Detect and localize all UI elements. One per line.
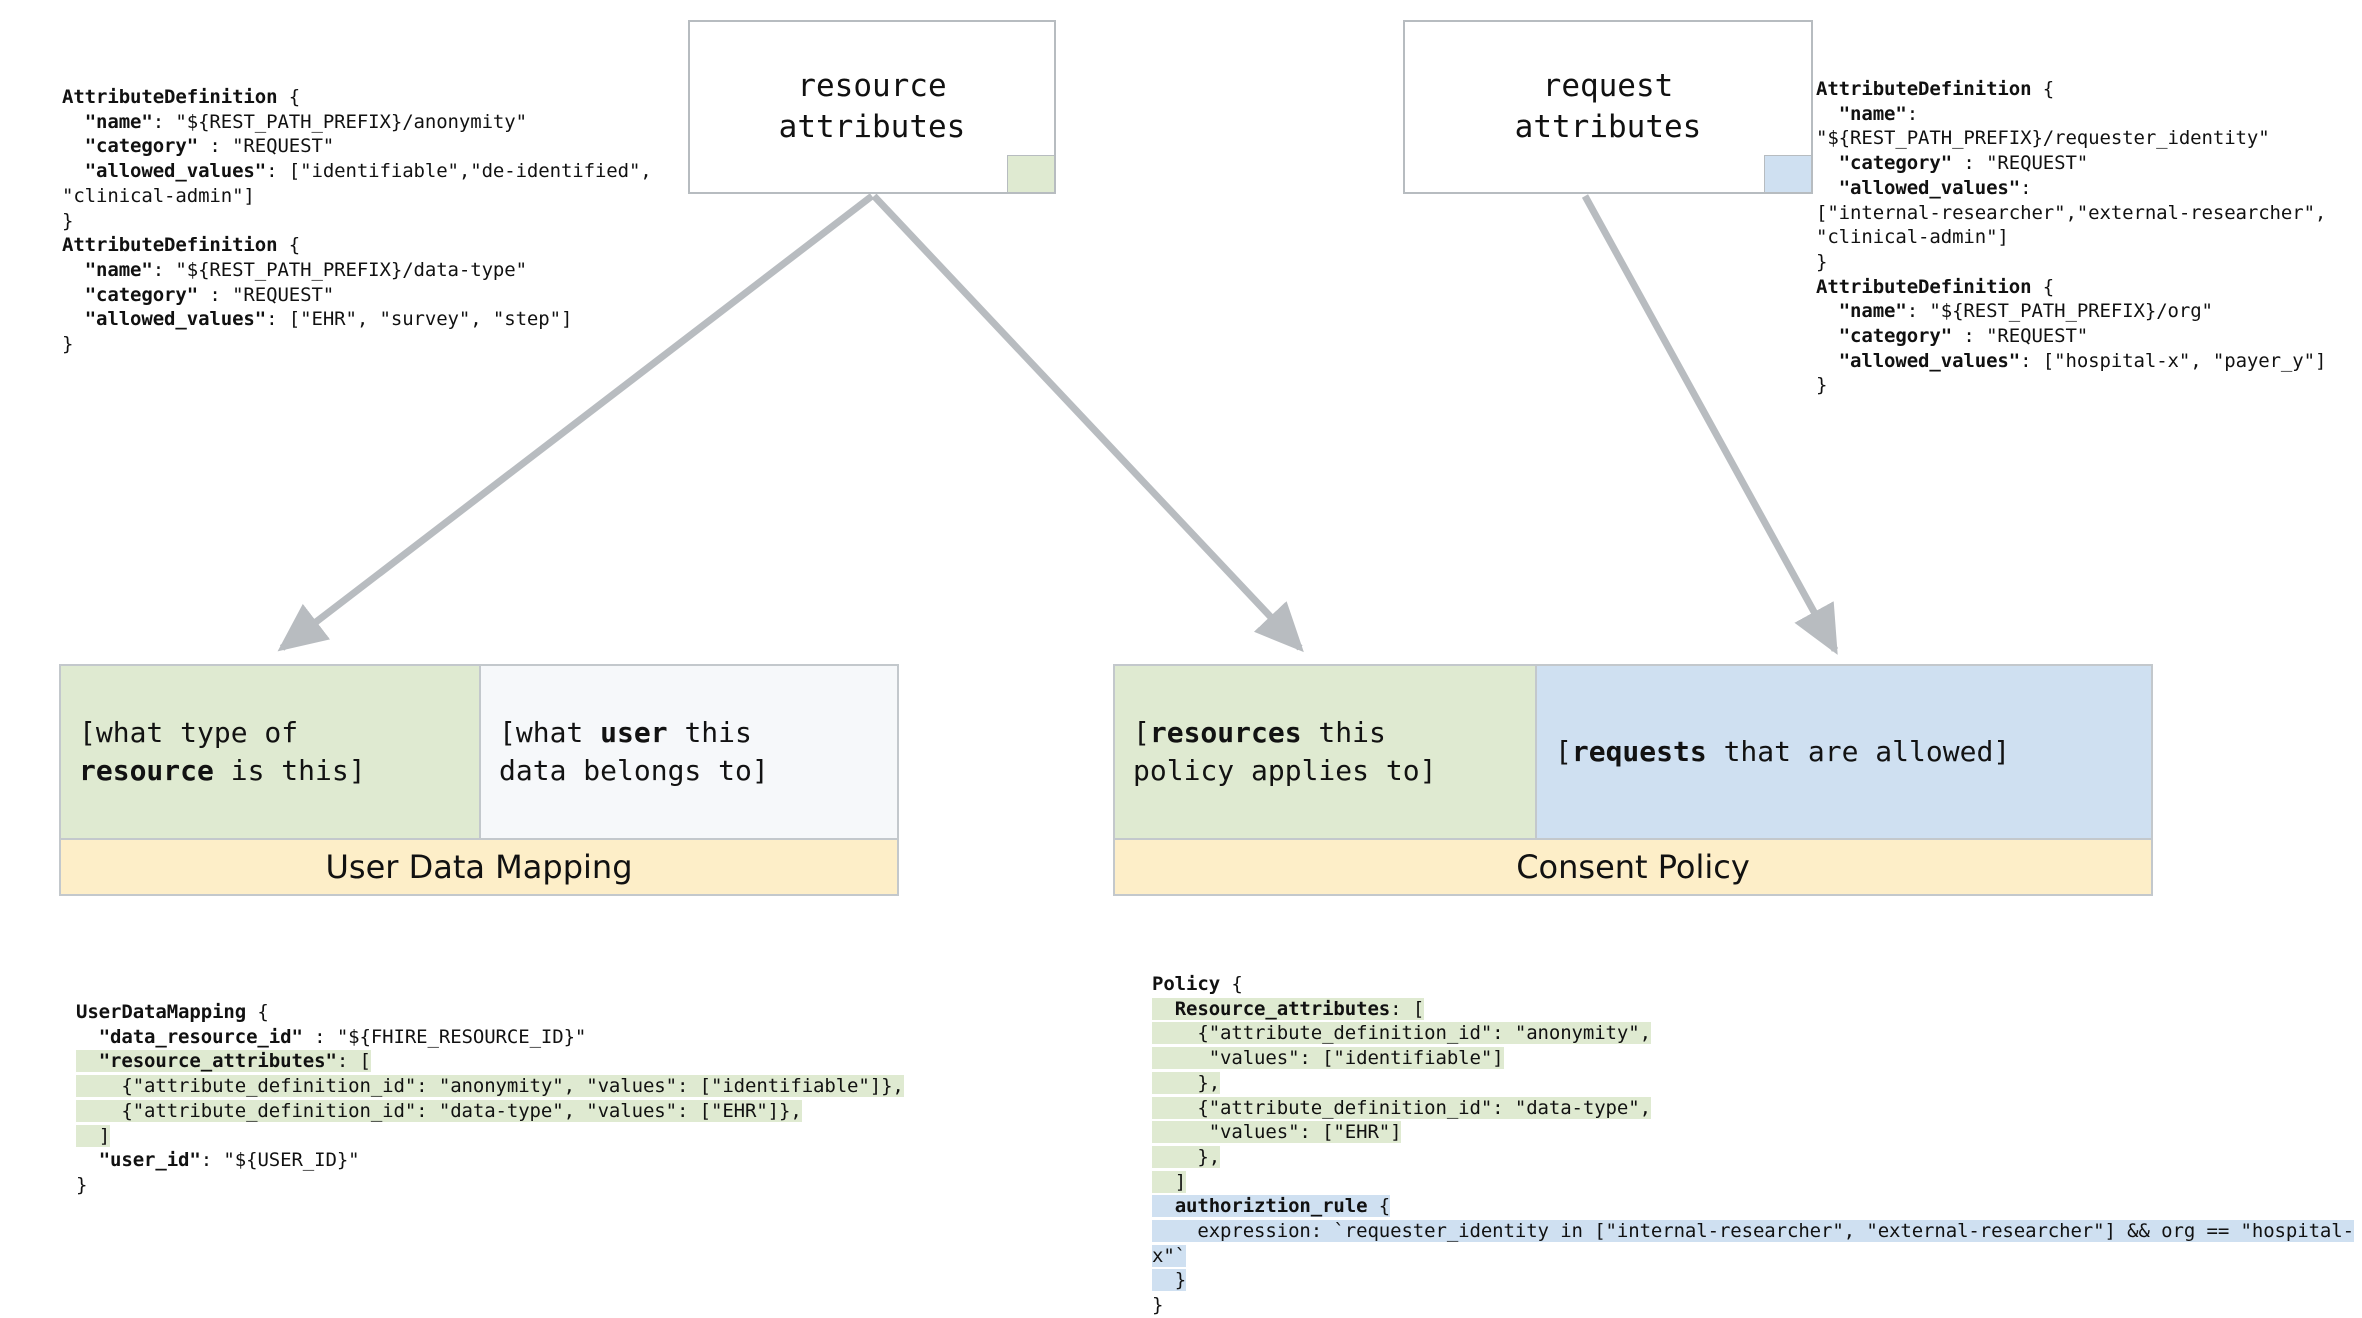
green-color-swatch xyxy=(1007,155,1055,193)
policy-code: Policy { Resource_attributes: [ {"attrib… xyxy=(1152,973,2354,1317)
request-attributes-label: request attributes xyxy=(1514,68,1702,145)
consent-policy-title: Consent Policy xyxy=(1113,840,2153,896)
cp-request-cell[interactable]: [requests that are allowed] xyxy=(1535,666,2151,838)
user-data-mapping-code: UserDataMapping { "data_resource_id" : "… xyxy=(76,1001,904,1196)
user-data-mapping-title: User Data Mapping xyxy=(59,840,899,896)
attribute-definitions-left-code: AttributeDefinition { "name": "${REST_PA… xyxy=(62,86,652,356)
request-attributes-box[interactable]: request attributes xyxy=(1403,20,1813,194)
resource-attributes-box[interactable]: resource attributes xyxy=(688,20,1056,194)
arrow-request-to-consent-policy xyxy=(1581,194,1839,655)
resource-attributes-label: resource attributes xyxy=(778,68,966,145)
arrow-resource-to-consent-policy xyxy=(871,193,1304,653)
blue-color-swatch xyxy=(1764,155,1812,193)
attribute-definitions-right-code: AttributeDefinition { "name":"${REST_PAT… xyxy=(1816,78,2327,397)
